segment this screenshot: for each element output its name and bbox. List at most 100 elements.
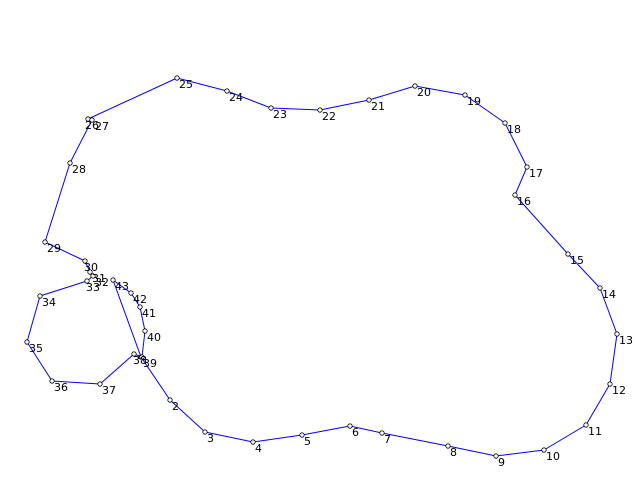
vertex-39 <box>139 354 145 360</box>
vertex-11 <box>583 422 589 428</box>
vertex-9 <box>493 453 499 459</box>
edge-14-15 <box>567 253 601 289</box>
vertex-label-37: 37 <box>102 384 116 397</box>
vertex-21 <box>366 97 372 103</box>
vertex-label-15: 15 <box>570 254 584 267</box>
vertex-37 <box>97 381 103 387</box>
vertex-label-24: 24 <box>229 91 243 104</box>
vertex-42 <box>128 290 134 296</box>
vertex-label-18: 18 <box>507 123 521 136</box>
vertex-layer <box>24 75 620 459</box>
vertex-label-14: 14 <box>602 288 616 301</box>
edge-21-22 <box>319 99 370 111</box>
edge-12-13 <box>609 333 618 385</box>
edge-8-9 <box>447 445 497 457</box>
vertex-label-35: 35 <box>29 342 43 355</box>
vertex-label-43: 43 <box>115 280 129 293</box>
edge-27-28 <box>69 119 93 164</box>
vertex-25 <box>174 75 180 81</box>
edge-6-7 <box>349 425 383 434</box>
vertex-label-10: 10 <box>546 450 560 463</box>
vertex-2 <box>167 397 173 403</box>
vertex-label-40: 40 <box>147 331 161 344</box>
edge-36-37 <box>51 380 101 385</box>
vertex-label-19: 19 <box>467 95 481 108</box>
vertex-label-20: 20 <box>417 86 431 99</box>
vertex-16 <box>512 192 518 198</box>
edge-1-2 <box>140 356 171 401</box>
vertex-27 <box>89 117 95 123</box>
vertex-20 <box>412 83 418 89</box>
vertex-10 <box>541 447 547 453</box>
edge-39-40 <box>141 330 146 358</box>
edge-25-26 <box>87 77 178 120</box>
vertex-32 <box>90 273 96 279</box>
edge-29-30 <box>44 241 86 262</box>
vertex-label-8: 8 <box>450 446 457 459</box>
vertex-label-3: 3 <box>207 432 214 445</box>
edge-2-3 <box>169 399 206 433</box>
edge-40-41 <box>139 306 146 332</box>
vertex-label-30: 30 <box>84 261 98 274</box>
vertex-7 <box>379 430 385 436</box>
vertex-3 <box>202 429 208 435</box>
vertex-label-42: 42 <box>133 293 147 306</box>
edge-10-11 <box>543 424 587 451</box>
edge-24-25 <box>176 77 228 92</box>
vertex-label-12: 12 <box>612 384 626 397</box>
vertex-label-9: 9 <box>498 456 505 469</box>
vertex-label-11: 11 <box>588 425 602 438</box>
edge-41-42 <box>130 292 141 308</box>
edge-11-12 <box>585 383 611 426</box>
vertex-label-25: 25 <box>179 78 193 91</box>
edge-3-4 <box>204 431 254 443</box>
edge-7-8 <box>381 432 449 447</box>
vertex-label-36: 36 <box>54 381 68 394</box>
vertex-label-32: 32 <box>95 276 109 289</box>
vertex-label-28: 28 <box>72 163 86 176</box>
edge-43-1 <box>112 279 142 358</box>
edge-35-36 <box>26 341 53 382</box>
vertex-6 <box>347 423 353 429</box>
vertex-4 <box>250 439 256 445</box>
vertex-label-31: 31 <box>92 272 106 285</box>
vertex-23 <box>268 105 274 111</box>
vertex-label-39: 39 <box>143 357 157 370</box>
vertex-label-33: 33 <box>86 281 100 294</box>
vertex-17 <box>524 164 530 170</box>
edge-9-10 <box>495 449 545 457</box>
edge-17-18 <box>504 122 528 168</box>
vertex-label-22: 22 <box>322 110 336 123</box>
vertex-label-38: 38 <box>133 354 147 367</box>
vertex-22 <box>317 107 323 113</box>
edge-5-6 <box>301 425 351 436</box>
edge-22-23 <box>270 107 321 111</box>
vertex-36 <box>49 378 55 384</box>
vertex-label-16: 16 <box>517 195 531 208</box>
vertex-label-13: 13 <box>619 334 633 347</box>
vertex-label-7: 7 <box>384 433 391 446</box>
vertex-label-26: 26 <box>85 119 99 132</box>
vertex-19 <box>462 92 468 98</box>
vertex-43 <box>110 277 116 283</box>
edge-19-20 <box>414 85 466 96</box>
vertex-18 <box>502 120 508 126</box>
vertex-29 <box>42 239 48 245</box>
edge-layer <box>26 77 618 457</box>
edge-34-35 <box>26 295 41 343</box>
vertex-label-34: 34 <box>42 296 56 309</box>
vertex-label-2: 2 <box>172 400 179 413</box>
vertex-label-4: 4 <box>255 442 262 455</box>
vertex-label-41: 41 <box>142 307 156 320</box>
vertex-33 <box>84 278 90 284</box>
vertex-41 <box>137 304 143 310</box>
vertex-14 <box>597 285 603 291</box>
vertex-38 <box>131 351 137 357</box>
vertex-12 <box>607 381 613 387</box>
edge-4-5 <box>252 434 303 443</box>
edge-13-14 <box>599 287 618 335</box>
vertex-40 <box>142 328 148 334</box>
